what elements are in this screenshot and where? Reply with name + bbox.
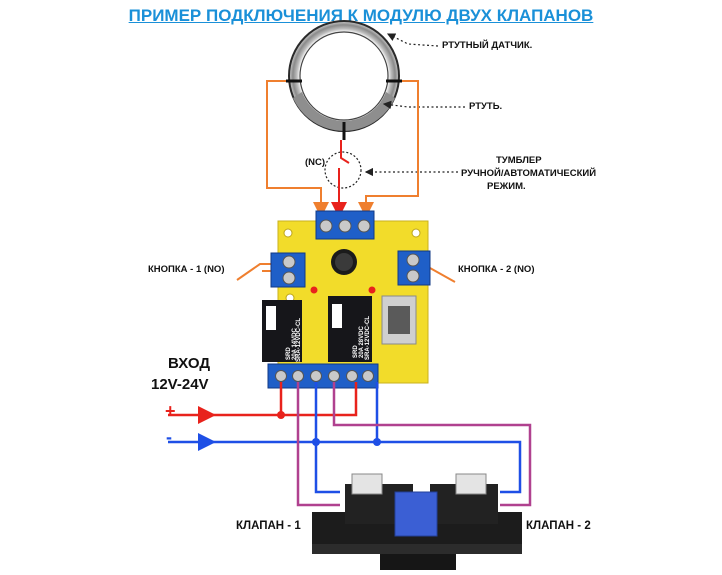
mercury-fill — [293, 92, 395, 131]
mercury-label: РТУТЬ. — [469, 101, 503, 112]
valve-1-label: КЛАПАН - 1 — [236, 520, 301, 532]
plus-sign: + — [165, 401, 176, 421]
svg-text:SRA-12VDC-CL: SRA-12VDC-CL — [296, 318, 302, 362]
input-voltage-label: 12V-24V — [151, 376, 209, 393]
toggle-switch-icon — [324, 140, 362, 189]
annotation-leaders — [364, 33, 465, 177]
input-arrows — [198, 406, 216, 451]
relay-module-icon — [262, 210, 431, 389]
button-2-label: КНОПКА - 2 (NO) — [458, 264, 535, 275]
svg-text:20A 28VDC: 20A 28VDC — [359, 326, 365, 358]
nc-label: (NC) — [305, 157, 326, 168]
minus-sign: - — [166, 427, 172, 447]
button-1-label: КНОПКА - 1 (NO) — [148, 264, 225, 275]
solenoid-valve-icon — [312, 473, 522, 570]
toggle-label-line2: РУЧНОЙ/АВТОМАТИЧЕСКИЙ — [461, 168, 597, 179]
relay-1-text: SRD 20A 14VDC SRA-12VDC-CL — [286, 318, 302, 362]
sensor-label: РТУТНЫЙ ДАТЧИК. — [442, 40, 533, 51]
junction-dots — [277, 411, 381, 446]
svg-text:SRD: SRD — [353, 345, 359, 358]
toggle-label-line1: ТУМБЛЕР — [496, 155, 542, 166]
page-title: ПРИМЕР ПОДКЛЮЧЕНИЯ К МОДУЛЮ ДВУХ КЛАПАНО… — [128, 6, 594, 25]
valve-2-label: КЛАПАН - 2 — [526, 520, 591, 532]
mercury-sensor-icon — [286, 20, 402, 140]
input-label-line1: ВХОД — [168, 355, 211, 372]
svg-text:SRD: SRD — [286, 347, 292, 360]
toggle-label-line3: РЕЖИМ. — [487, 181, 526, 192]
svg-text:SRA-12VDC-CL: SRA-12VDC-CL — [365, 316, 371, 360]
svg-text:20A 14VDC: 20A 14VDC — [292, 328, 298, 360]
relay-2-text: SRD 20A 28VDC SRA-12VDC-CL — [353, 316, 371, 360]
